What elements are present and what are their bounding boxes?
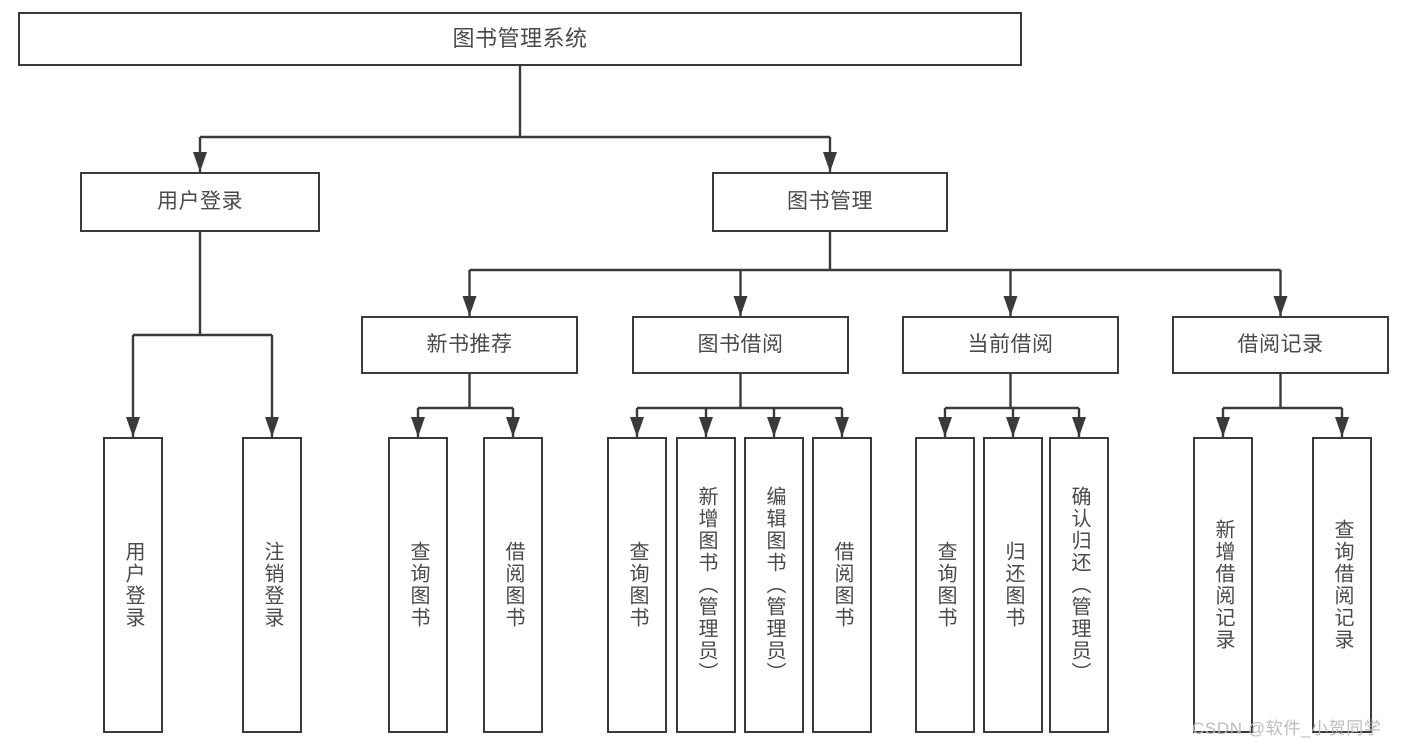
- node-leaf_query_record: 查询借阅记录: [1312, 437, 1372, 733]
- arrow-icon-leaf_borrow_book_2: [835, 417, 849, 437]
- node-book_manage: 图书管理: [712, 172, 948, 232]
- node-label: 注销登录: [261, 541, 283, 629]
- node-user_login: 用户登录: [80, 172, 320, 232]
- node-leaf_borrow_book_1: 借阅图书: [483, 437, 543, 733]
- arrow-icon-leaf_query_book_2: [630, 417, 644, 437]
- node-borrow_record: 借阅记录: [1172, 316, 1389, 374]
- node-label: 图书借阅: [697, 333, 784, 357]
- node-label: 查询图书: [626, 541, 648, 629]
- arrow-icon-leaf_query_book_1: [411, 417, 425, 437]
- node-label: 借阅图书: [502, 541, 524, 629]
- node-label: 借阅图书: [831, 541, 853, 629]
- node-leaf_edit_book: 编辑图书（管理员）: [744, 437, 804, 733]
- node-leaf_borrow_book_2: 借阅图书: [812, 437, 872, 733]
- arrow-icon-leaf_add_record: [1216, 417, 1230, 437]
- arrow-icon-user_login: [193, 152, 207, 172]
- node-label: 借阅记录: [1237, 333, 1324, 357]
- node-leaf_confirm_return: 确认归还（管理员）: [1049, 437, 1109, 733]
- arrow-icon-leaf_confirm_return: [1072, 417, 1086, 437]
- node-label: 图书管理: [787, 190, 873, 214]
- node-new_book_rec: 新书推荐: [361, 316, 578, 374]
- arrow-icon-leaf_query_book_3: [938, 417, 952, 437]
- node-label: 新增借阅记录: [1212, 519, 1234, 651]
- arrow-icon-leaf_logout: [265, 417, 279, 437]
- arrow-icon-book_borrow: [733, 296, 748, 316]
- arrow-icon-leaf_add_book: [699, 417, 713, 437]
- node-leaf_add_record: 新增借阅记录: [1193, 437, 1253, 733]
- node-label: 归还图书: [1002, 541, 1024, 629]
- node-label: 新书推荐: [426, 333, 513, 357]
- arrow-icon-leaf_user_login: [126, 417, 140, 437]
- arrow-icon-new_book_rec: [462, 296, 477, 316]
- node-label: 查询借阅记录: [1331, 519, 1353, 651]
- node-leaf_query_book_2: 查询图书: [607, 437, 667, 733]
- arrow-icon-leaf_return_book: [1006, 417, 1020, 437]
- node-label: 新增图书（管理员）: [695, 486, 717, 684]
- node-label: 编辑图书（管理员）: [763, 486, 785, 684]
- node-label: 查询图书: [934, 541, 956, 629]
- node-leaf_user_login: 用户登录: [103, 437, 163, 733]
- arrow-icon-leaf_edit_book: [767, 417, 781, 437]
- node-label: 确认归还（管理员）: [1068, 486, 1090, 684]
- node-label: 用户登录: [157, 190, 243, 214]
- node-leaf_return_book: 归还图书: [983, 437, 1043, 733]
- arrow-icon-book_manage: [823, 152, 837, 172]
- node-leaf_query_book_1: 查询图书: [388, 437, 448, 733]
- node-label: 图书管理系统: [452, 25, 588, 51]
- arrow-icon-current_borrow: [1003, 296, 1018, 316]
- arrow-icon-borrow_record: [1273, 296, 1288, 316]
- node-book_borrow: 图书借阅: [632, 316, 849, 374]
- node-current_borrow: 当前借阅: [902, 316, 1119, 374]
- arrow-icon-leaf_borrow_book_1: [506, 417, 520, 437]
- node-leaf_query_book_3: 查询图书: [915, 437, 975, 733]
- node-label: 查询图书: [407, 541, 429, 629]
- node-leaf_logout: 注销登录: [242, 437, 302, 733]
- arrow-icon-leaf_query_record: [1335, 417, 1349, 437]
- node-leaf_add_book: 新增图书（管理员）: [676, 437, 736, 733]
- node-label: 当前借阅: [967, 333, 1054, 357]
- node-root: 图书管理系统: [18, 12, 1022, 66]
- node-label: 用户登录: [122, 541, 144, 629]
